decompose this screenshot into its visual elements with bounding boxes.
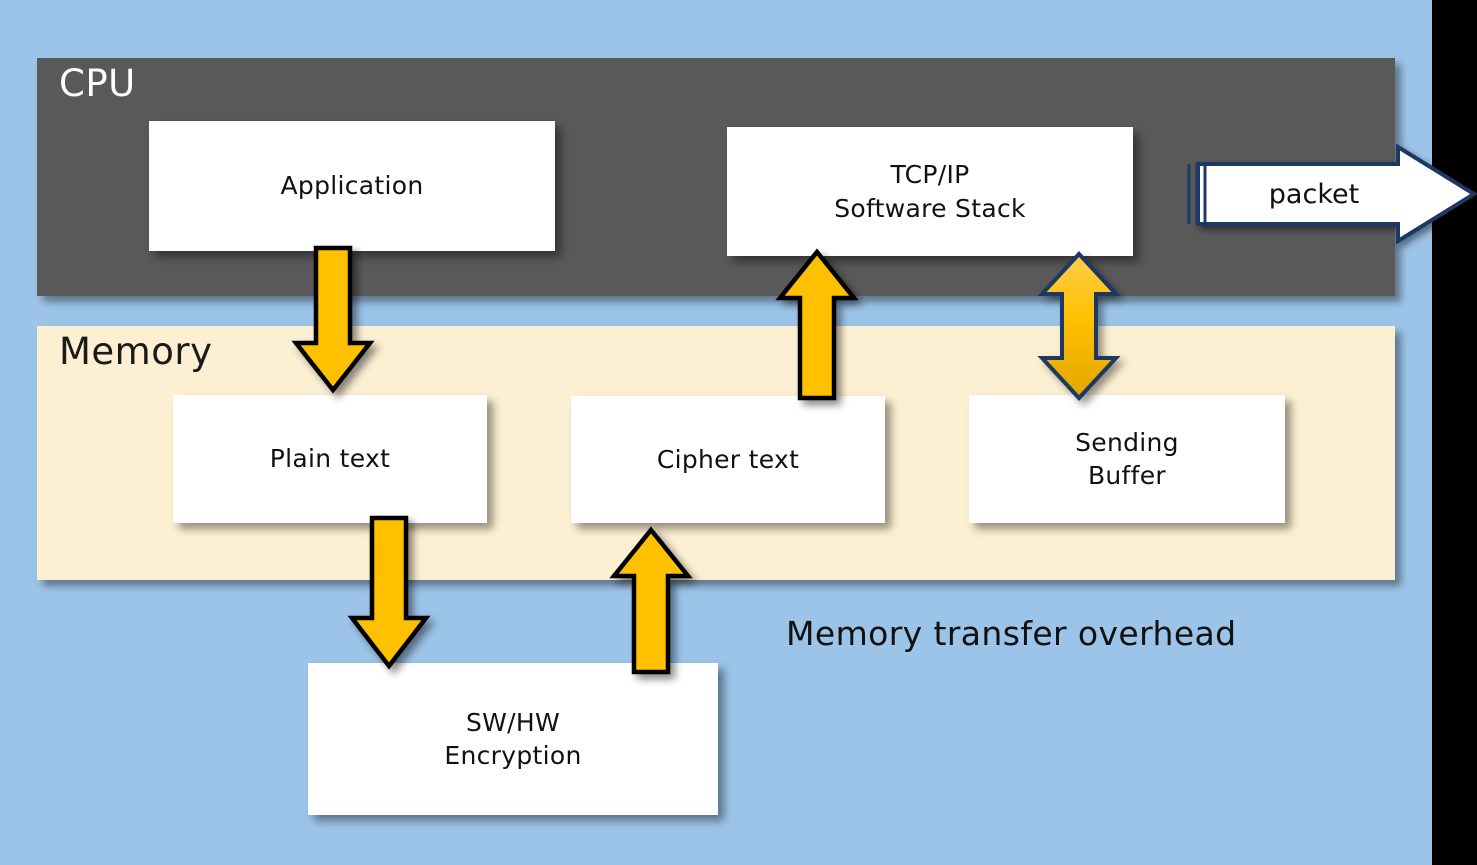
cipher-text-box[interactable]: Cipher text (571, 396, 885, 523)
sw-hw-encryption-box[interactable]: SW/HW Encryption (308, 663, 718, 815)
arrow-application-to-plain-text-icon (291, 245, 375, 394)
plain-text-box-label: Plain text (269, 444, 391, 474)
memory-region-label: Memory (59, 330, 213, 373)
sw-hw-encryption-box-label: SW/HW Encryption (444, 707, 582, 771)
plain-text-box[interactable]: Plain text (173, 395, 487, 523)
memory-transfer-overhead-caption: Memory transfer overhead (786, 614, 1237, 653)
sending-buffer-box[interactable]: Sending Buffer (969, 395, 1285, 523)
arrow-encryption-to-cipher-text-icon (609, 526, 693, 675)
packet-arrow-label: packet (1269, 179, 1359, 210)
tcpip-software-stack-box[interactable]: TCP/IP Software Stack (727, 127, 1133, 256)
arrow-plain-text-to-encryption-icon (347, 515, 431, 670)
sending-buffer-box-label: Sending Buffer (1075, 427, 1179, 491)
arrow-sending-buffer-to-tcpip-bidirectional-icon (1037, 251, 1121, 401)
application-box[interactable]: Application (149, 121, 555, 251)
tcpip-software-stack-box-label: TCP/IP Software Stack (834, 160, 1026, 223)
arrow-cipher-text-to-tcpip-icon (775, 248, 859, 401)
packet-arrow[interactable]: packet (1186, 143, 1477, 245)
cpu-region-label: CPU (59, 62, 136, 105)
cipher-text-box-label: Cipher text (656, 444, 800, 474)
application-box-label: Application (280, 171, 424, 201)
